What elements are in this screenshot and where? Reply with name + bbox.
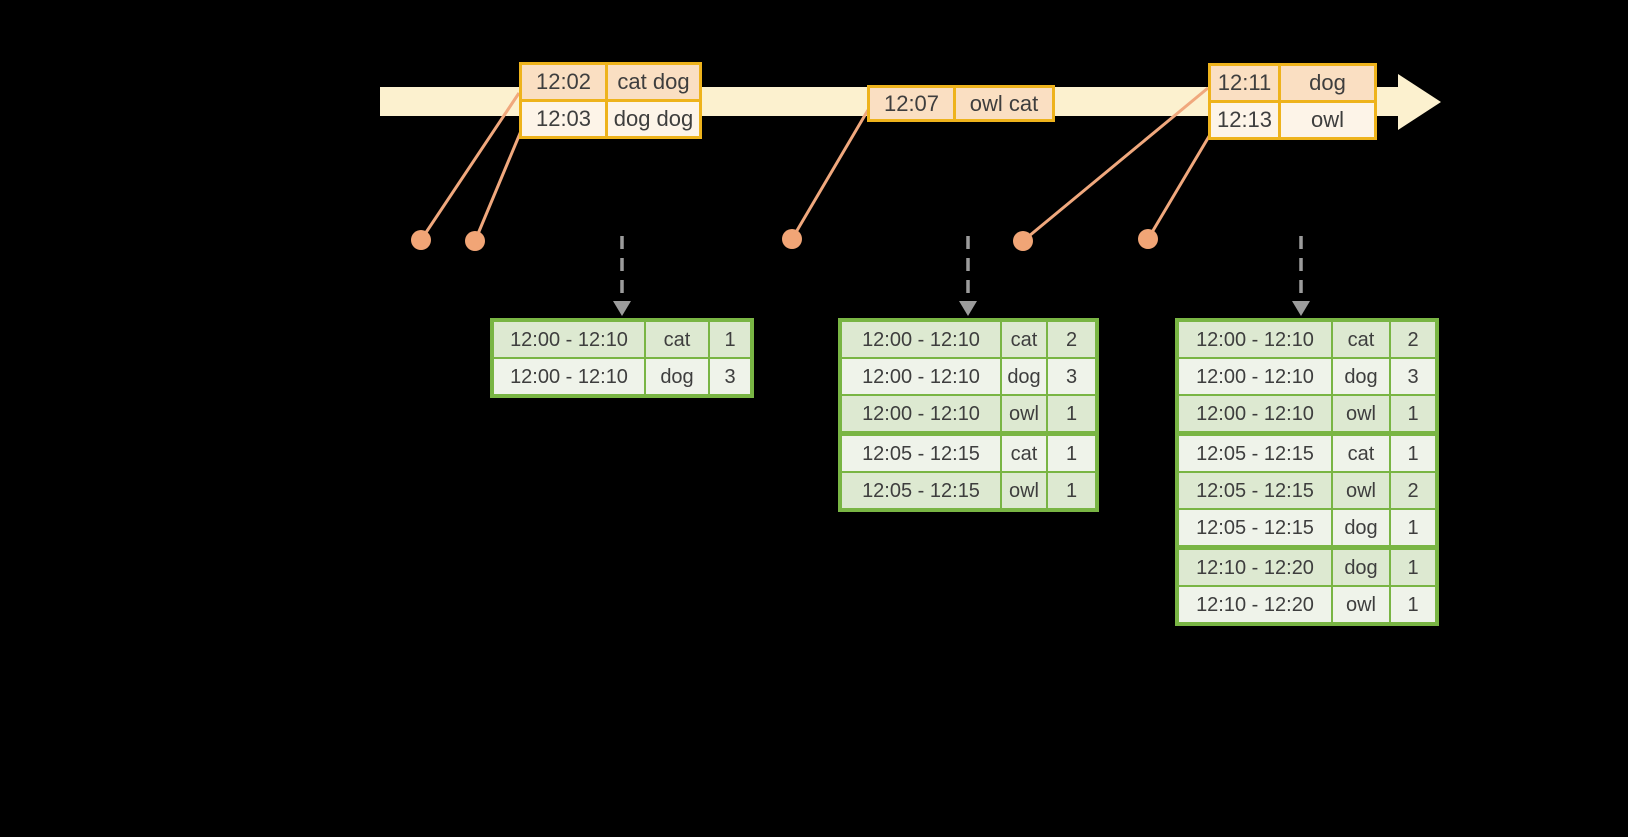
event-time-cell: 12:02 — [522, 65, 605, 99]
word-cell: cat — [1333, 436, 1389, 471]
count-cell: 1 — [1391, 587, 1435, 622]
word-cell: cat — [1002, 436, 1046, 471]
event-time-cell: 12:03 — [522, 102, 605, 136]
timeline-arrowhead-icon — [1398, 74, 1441, 130]
event-dot — [1138, 229, 1158, 249]
window-cell: 12:05 - 12:15 — [842, 473, 1000, 508]
window-cell: 12:05 - 12:15 — [842, 436, 1000, 471]
word-cell: owl — [1333, 396, 1389, 431]
event-connector-line — [1022, 86, 1209, 243]
trigger-arrowhead-icon — [613, 301, 631, 316]
event-connector-line — [473, 130, 523, 242]
event-words-cell: dog — [1281, 66, 1374, 100]
count-cell: 3 — [1391, 359, 1435, 394]
window-cell: 12:00 - 12:10 — [494, 359, 644, 394]
word-cell: dog — [1002, 359, 1046, 394]
word-cell: dog — [1333, 359, 1389, 394]
window-cell: 12:00 - 12:10 — [842, 359, 1000, 394]
window-cell: 12:05 - 12:15 — [1179, 510, 1331, 545]
count-cell: 1 — [1391, 550, 1435, 585]
window-cell: 12:10 - 12:20 — [1179, 587, 1331, 622]
window-cell: 12:00 - 12:10 — [1179, 322, 1331, 357]
count-cell: 2 — [1048, 322, 1095, 357]
word-cell: dog — [1333, 550, 1389, 585]
word-cell: owl — [1333, 587, 1389, 622]
window-cell: 12:10 - 12:20 — [1179, 550, 1331, 585]
word-cell: dog — [1333, 510, 1389, 545]
window-cell: 12:00 - 12:10 — [1179, 396, 1331, 431]
event-words-cell: owl cat — [956, 88, 1052, 119]
word-cell: cat — [1333, 322, 1389, 357]
count-cell: 1 — [1048, 473, 1095, 508]
window-cell: 12:00 - 12:10 — [842, 322, 1000, 357]
count-cell: 2 — [1391, 473, 1435, 508]
word-cell: dog — [646, 359, 708, 394]
event-words-cell: owl — [1281, 103, 1374, 137]
event-time-cell: 12:13 — [1211, 103, 1278, 137]
window-cell: 12:05 - 12:15 — [1179, 436, 1331, 471]
window-cell: 12:00 - 12:10 — [494, 322, 644, 357]
word-cell: owl — [1333, 473, 1389, 508]
window-cell: 12:00 - 12:10 — [842, 396, 1000, 431]
trigger-arrowhead-icon — [1292, 301, 1310, 316]
event-connector-line — [1146, 132, 1213, 240]
count-cell: 1 — [1391, 396, 1435, 431]
event-time-cell: 12:11 — [1211, 66, 1278, 100]
count-cell: 1 — [1391, 436, 1435, 471]
event-dot — [465, 231, 485, 251]
event-time-cell: 12:07 — [870, 88, 953, 119]
count-cell: 3 — [710, 359, 750, 394]
count-cell: 1 — [1391, 510, 1435, 545]
event-dot — [411, 230, 431, 250]
word-cell: owl — [1002, 396, 1046, 431]
word-cell: owl — [1002, 473, 1046, 508]
word-cell: cat — [1002, 322, 1046, 357]
window-cell: 12:05 - 12:15 — [1179, 473, 1331, 508]
count-cell: 1 — [710, 322, 750, 357]
event-dot — [782, 229, 802, 249]
count-cell: 1 — [1048, 436, 1095, 471]
event-words-cell: cat dog — [608, 65, 699, 99]
word-cell: cat — [646, 322, 708, 357]
count-cell: 3 — [1048, 359, 1095, 394]
event-dot — [1013, 231, 1033, 251]
count-cell: 1 — [1048, 396, 1095, 431]
event-words-cell: dog dog — [608, 102, 699, 136]
event-connector-line — [790, 109, 870, 240]
window-cell: 12:00 - 12:10 — [1179, 359, 1331, 394]
event-connector-line — [419, 92, 521, 241]
trigger-arrowhead-icon — [959, 301, 977, 316]
count-cell: 2 — [1391, 322, 1435, 357]
